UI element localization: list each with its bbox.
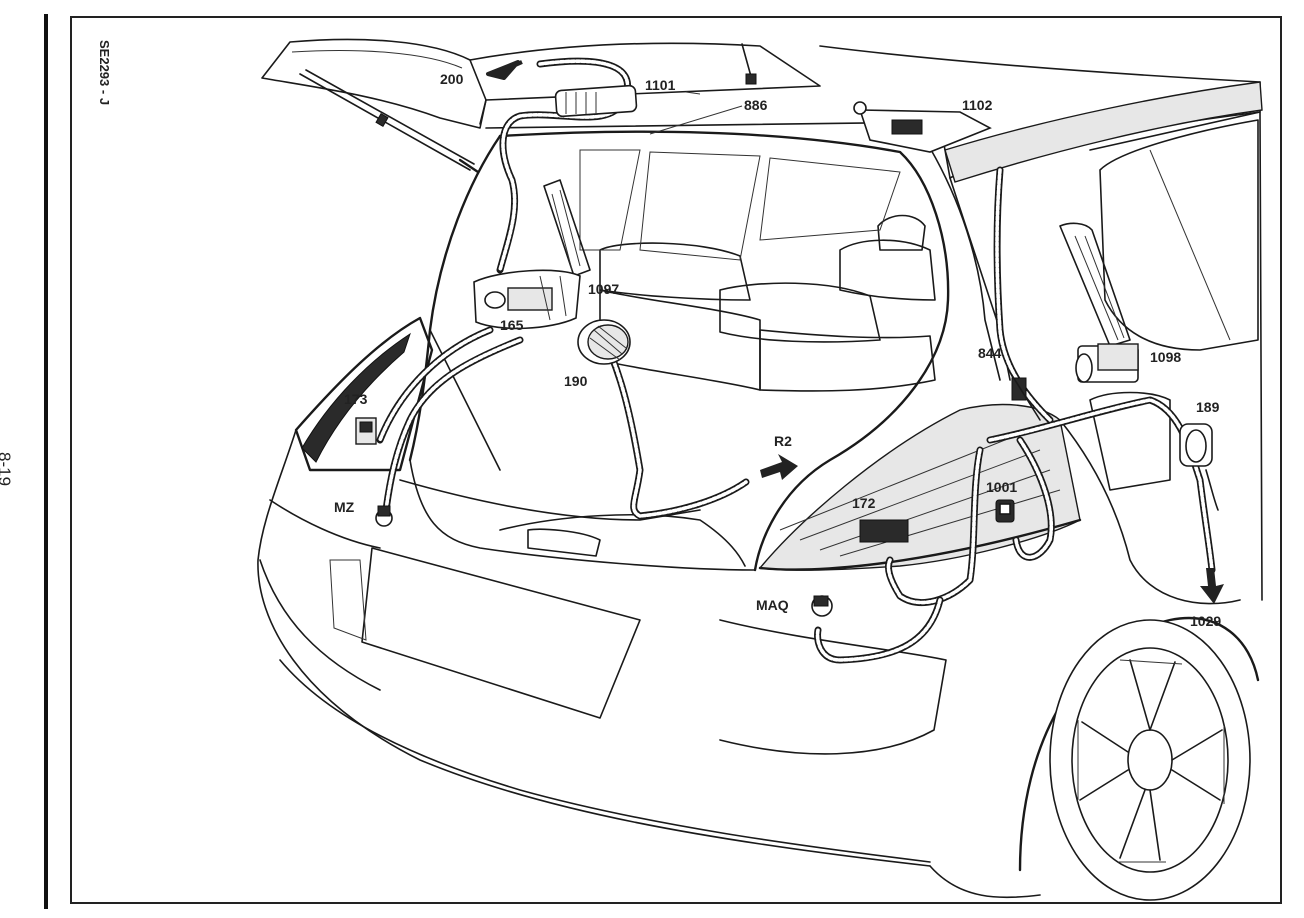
label-maq: MAQ [756,597,789,613]
car-body [257,38,1263,901]
label-r2: R2 [774,433,792,449]
margin-rule [44,14,48,909]
label-1001: 1001 [986,479,1017,495]
label-189: 189 [1196,399,1220,415]
label-200: 200 [440,71,464,87]
label-mz: MZ [334,499,355,515]
label-1101: 1101 [645,77,676,93]
leader-1101 [685,91,701,95]
callout-labels: 200 1101 886 1102 1097 165 190 173 MZ R2… [334,71,1221,629]
leader-886 [649,105,743,135]
label-1097: 1097 [588,281,619,297]
label-1098: 1098 [1150,349,1181,365]
label-1102: 1102 [962,97,993,113]
label-1029: 1029 [1190,613,1221,629]
diagram-frame [70,16,1282,904]
label-173: 173 [344,391,368,407]
label-165: 165 [500,317,524,333]
label-190: 190 [564,373,588,389]
components [355,43,1224,617]
label-844: 844 [978,345,1002,361]
wiring-harness-routes [376,57,1216,664]
label-886: 886 [744,97,768,113]
label-172: 172 [852,495,876,511]
